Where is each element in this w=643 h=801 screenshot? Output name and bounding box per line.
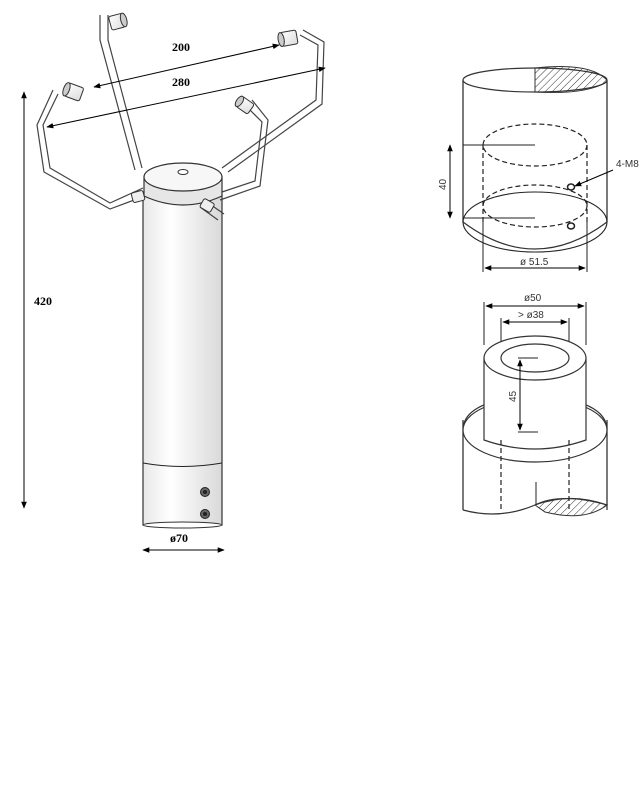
dimension-label-51-5: ø 51.5 — [520, 257, 549, 268]
dimension-label-38: > ø38 — [518, 310, 544, 321]
sensor-illustration: 200 280 420 ø70 — [21, 12, 326, 553]
dimension-label-50: ø50 — [524, 293, 542, 304]
spigot — [483, 335, 587, 510]
bolt-leader-arrow — [574, 169, 614, 187]
dimension-label-280: 280 — [172, 75, 190, 89]
upper-cylinder — [462, 66, 608, 253]
socket-hidden-lines — [482, 123, 588, 228]
mount-illustration: 4-M8 40 ø 51.5 ø50 > ø38 — [438, 66, 639, 517]
bolt-hole-icon — [566, 183, 576, 230]
dimension-label-420: 420 — [34, 294, 52, 308]
dimension-label-45: 45 — [508, 390, 519, 402]
tube-band-line — [142, 462, 223, 467]
dimension-label-diameter: ø70 — [170, 531, 188, 545]
sensor-head — [143, 162, 223, 206]
sensor-tube — [142, 194, 223, 526]
dimension-label-200: 200 — [172, 40, 190, 54]
dimension-arrow-280 — [46, 66, 326, 129]
dimension-label-40: 40 — [438, 178, 449, 190]
mount-screw-icon — [200, 487, 210, 519]
bolt-label: 4-M8 — [616, 159, 639, 170]
